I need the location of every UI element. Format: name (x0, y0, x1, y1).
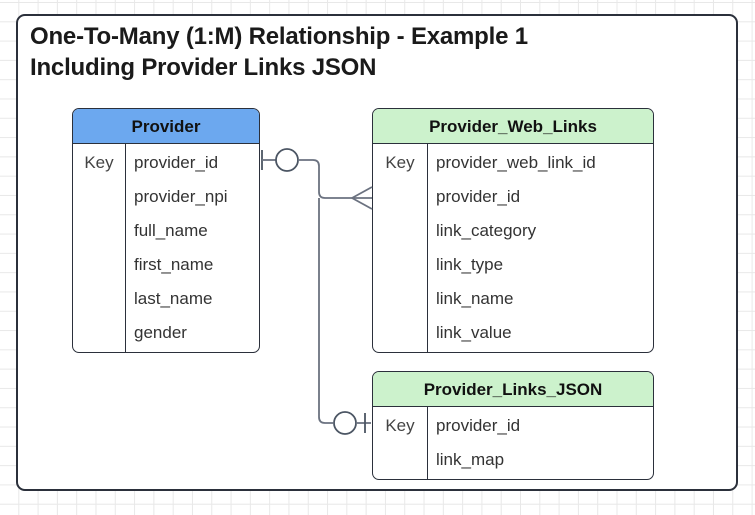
key-label: Key (385, 416, 415, 435)
entity-provider-key-column: Key (73, 144, 126, 352)
entity-provider[interactable]: Provider Key provider_id provider_npi fu… (72, 108, 260, 353)
field-row: provider_id (436, 416, 521, 435)
page-title: One-To-Many (1:M) Relationship - Example… (30, 23, 528, 81)
key-label: Key (385, 153, 415, 172)
entity-provider-links-json-header: Provider_Links_JSON (373, 372, 653, 407)
field-row: gender (134, 323, 187, 342)
field-row: last_name (134, 289, 213, 308)
field-row: first_name (134, 255, 214, 274)
field-row: provider_id (134, 153, 219, 172)
entity-provider-web-links[interactable]: Provider_Web_Links Key provider_web_link… (372, 108, 654, 353)
entity-provider-links-json-body: Key provider_id link_map (373, 407, 653, 479)
entity-provider-links-json[interactable]: Provider_Links_JSON Key provider_id link… (372, 371, 654, 480)
field-row: provider_npi (134, 187, 228, 206)
entity-provider-web-links-key-column: Key (373, 144, 428, 352)
entity-provider-web-links-header: Provider_Web_Links (373, 109, 653, 144)
entity-provider-fields: provider_id provider_npi full_name first… (126, 144, 259, 352)
entity-provider-web-links-body: Key provider_web_link_id provider_id lin… (373, 144, 653, 352)
field-row: link_name (436, 289, 514, 308)
entity-provider-links-json-key-column: Key (373, 407, 428, 479)
field-row: link_type (436, 255, 504, 274)
field-row: full_name (134, 221, 208, 240)
entity-provider-web-links-fields: provider_web_link_id provider_id link_ca… (428, 144, 653, 352)
field-row: link_map (436, 450, 505, 469)
field-row: provider_id (436, 187, 521, 206)
key-label: Key (84, 153, 114, 172)
field-row: link_category (436, 221, 537, 240)
entity-provider-header: Provider (73, 109, 259, 144)
field-row: provider_web_link_id (436, 153, 596, 172)
field-row: link_value (436, 323, 512, 342)
entity-provider-body: Key provider_id provider_npi full_name f… (73, 144, 259, 352)
entity-provider-links-json-fields: provider_id link_map (428, 407, 653, 479)
